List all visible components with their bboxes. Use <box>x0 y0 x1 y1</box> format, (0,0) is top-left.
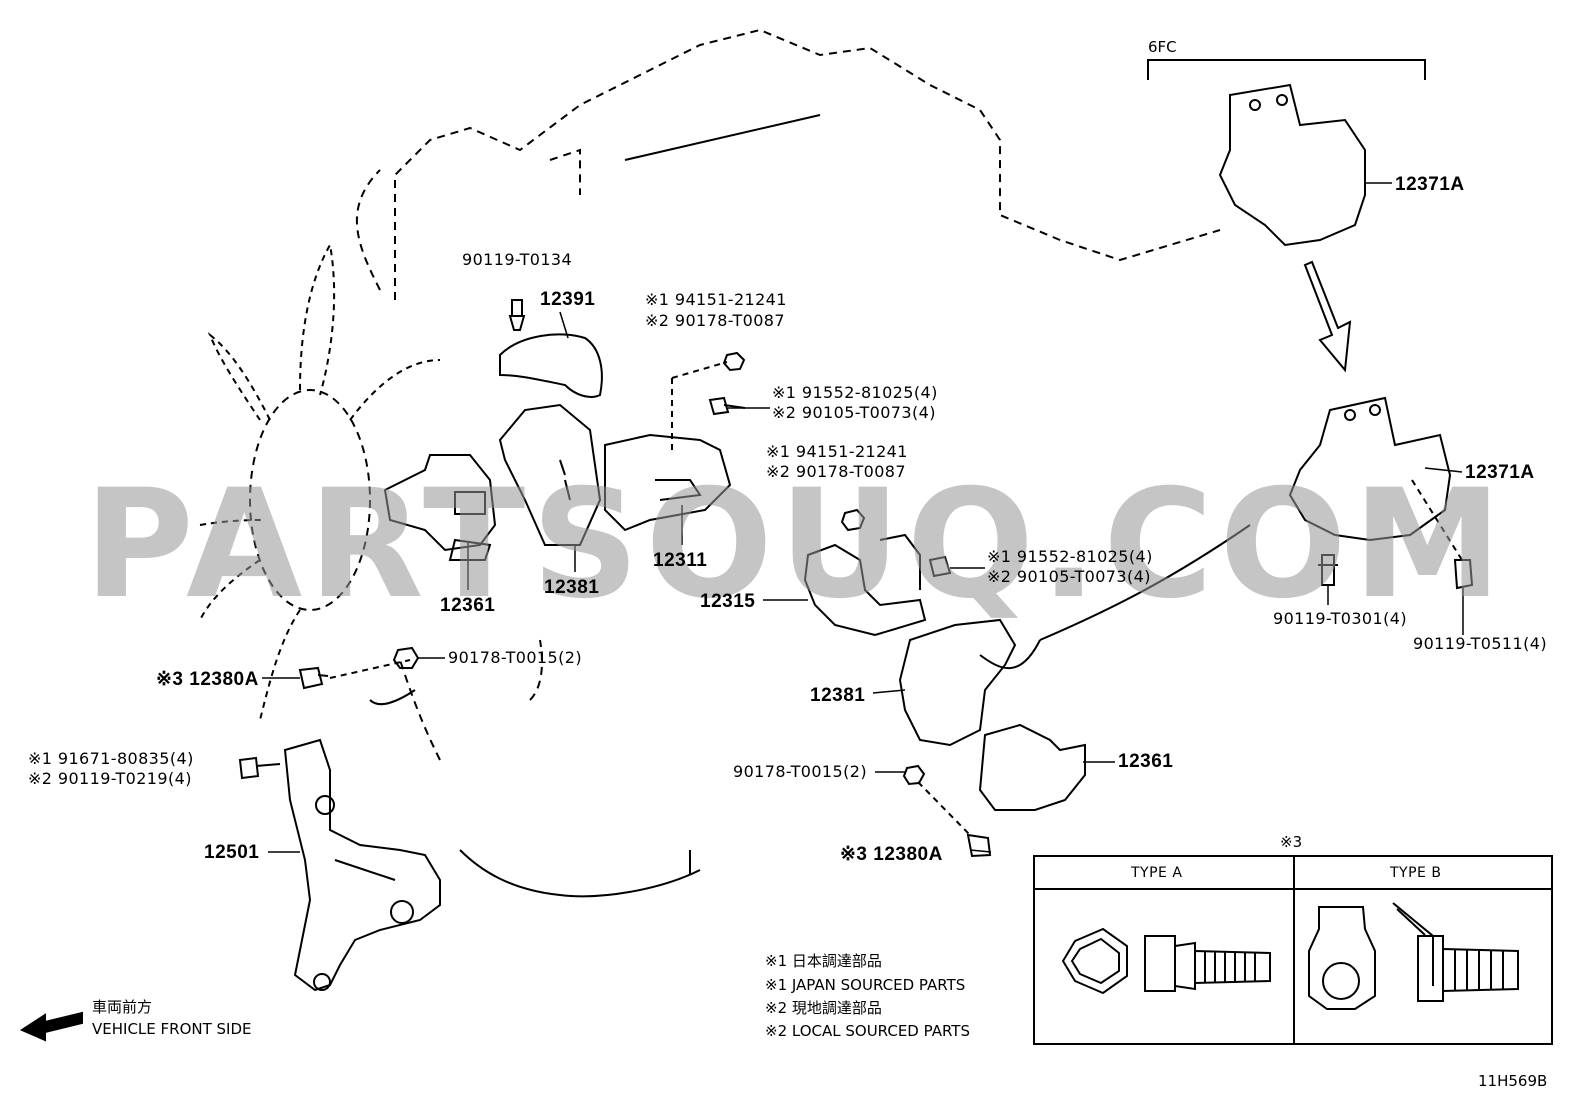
diagram-code: 11H569B <box>1478 1072 1548 1090</box>
part-12391-shape <box>499 333 603 398</box>
legend-line-3: ※2 現地調達部品 <box>765 999 882 1017</box>
part-12371A-mid-shape <box>1288 396 1452 542</box>
label-12381-right: 12381 <box>810 685 866 706</box>
bolt-90119-T0511-shape <box>1453 559 1474 590</box>
bolt-12380A-right <box>966 833 992 858</box>
bolt-90119-T0134-shape <box>508 299 526 331</box>
part-12361-left-shape <box>383 454 497 552</box>
direction-note-en: VEHICLE FRONT SIDE <box>92 1020 252 1038</box>
label-94151-b: ※1 94151-21241 <box>766 442 908 461</box>
label-91552-b: ※1 91552-81025(4) <box>987 547 1153 566</box>
part-12361-right-shape <box>978 723 1086 811</box>
label-12315: 12315 <box>700 591 756 612</box>
bolt-upper <box>708 396 746 416</box>
label-90119-T0511: 90119-T0511(4) <box>1413 634 1547 653</box>
bolt-90119-T0301-shape <box>1318 554 1338 586</box>
variant-bracket <box>1147 59 1426 80</box>
variant-label: 6FC <box>1148 38 1177 56</box>
type-b-bolt-drawing <box>1308 902 1519 1010</box>
label-90178-T0015-b: 90178-T0015(2) <box>733 762 867 781</box>
label-90178-T0015-a: 90178-T0015(2) <box>448 648 582 667</box>
label-12361-right: 12361 <box>1118 751 1174 772</box>
part-12501-shape <box>283 738 441 992</box>
nut-left <box>392 646 420 669</box>
nut-mid <box>840 508 866 532</box>
part-12381-right-shape <box>898 618 1017 747</box>
label-12381-left: 12381 <box>544 577 600 598</box>
bolt-12380A-left <box>298 666 329 690</box>
label-12380A-left: ※3 12380A <box>156 669 259 690</box>
label-12380A-right: ※3 12380A <box>840 844 943 865</box>
label-12371A-top: 12371A <box>1395 174 1465 195</box>
bolt-mid <box>928 555 952 578</box>
label-90178-T0087-b: ※2 90178-T0087 <box>766 462 906 481</box>
label-12361-left: 12361 <box>440 595 496 616</box>
label-90178-T0087-a: ※2 90178-T0087 <box>645 311 785 330</box>
label-12501: 12501 <box>204 842 260 863</box>
direction-note-jp: 車両前方 <box>92 998 153 1016</box>
part-12371A-top-shape <box>1218 83 1366 247</box>
legend-line-4: ※2 LOCAL SOURCED PARTS <box>765 1022 970 1040</box>
label-94151-a: ※1 94151-21241 <box>645 290 787 309</box>
label-12371A-mid: 12371A <box>1465 462 1535 483</box>
label-12391: 12391 <box>540 289 596 310</box>
label-91552-a: ※1 91552-81025(4) <box>772 383 938 402</box>
type-a-heading: TYPE A <box>1131 865 1183 881</box>
part-12311-shape <box>604 433 732 532</box>
bolt-91671-shape <box>238 756 281 780</box>
part-12315-shape <box>803 543 927 637</box>
engine-outline <box>394 28 1221 300</box>
transfer-arrow <box>1303 260 1352 373</box>
cooling-fan <box>249 389 371 611</box>
watermark: PARTSOUQ.COM <box>83 458 1509 632</box>
type-table: TYPE A TYPE B <box>1033 855 1553 1045</box>
label-90105-a: ※2 90105-T0073(4) <box>772 403 936 422</box>
label-90119-T0219: ※2 90119-T0219(4) <box>28 769 192 788</box>
label-90119-T0301: 90119-T0301(4) <box>1273 609 1407 628</box>
type-b-heading: TYPE B <box>1390 865 1442 881</box>
legend-line-1: ※1 日本調達部品 <box>765 952 882 970</box>
type-table-title: ※3 <box>1280 833 1303 851</box>
type-table-column-divider <box>1293 857 1295 1043</box>
label-90105-b: ※2 90105-T0073(4) <box>987 567 1151 586</box>
type-a-bolt-drawing <box>1061 927 1271 995</box>
label-91671: ※1 91671-80835(4) <box>28 749 194 768</box>
legend-line-2: ※1 JAPAN SOURCED PARTS <box>765 976 966 994</box>
front-direction-arrow <box>19 1011 83 1042</box>
nut-upper <box>722 351 746 372</box>
part-12381-left-shape <box>498 403 602 546</box>
label-90119-T0134: 90119-T0134 <box>462 250 573 269</box>
label-12311: 12311 <box>653 550 708 571</box>
nut-lower <box>902 764 926 786</box>
